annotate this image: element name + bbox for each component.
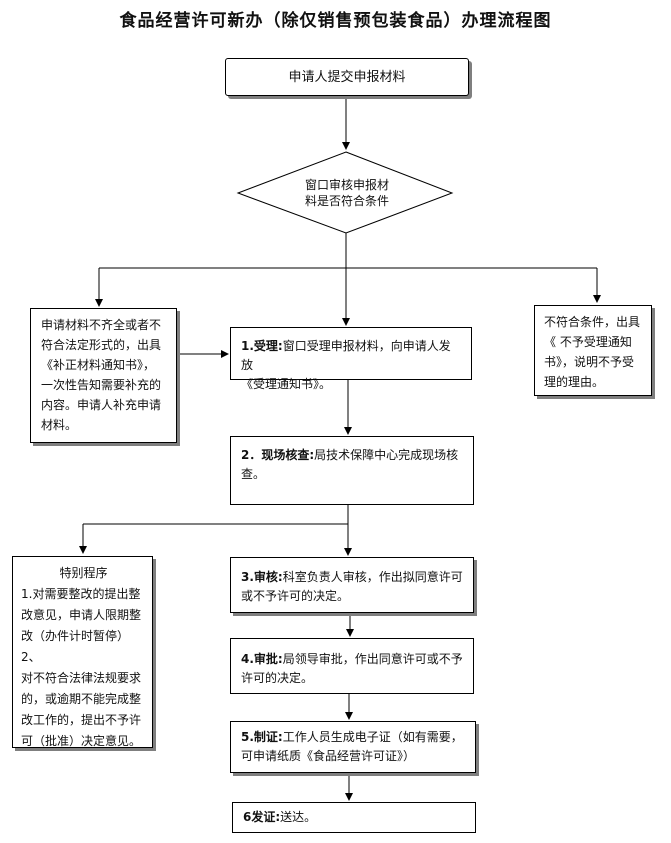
step-text-line-2: 许可的决定。: [241, 671, 314, 685]
page-title: 食品经营许可新办（除仅销售预包装食品）办理流程图: [119, 11, 552, 31]
step-5-certificate-production: 5.制证:工作人员生成电子证（如有需要， 可申请纸质《食品经营许可证》）: [230, 721, 476, 773]
rejection-line: 理的理由。: [544, 375, 605, 389]
decision-text: 窗口审核申报材 料是否符合条件: [290, 177, 404, 209]
special-line: 改意见，申请人限期整: [21, 608, 142, 622]
supplement-line: 材料。: [41, 418, 78, 432]
special-line: 1.对需要整改的提出整: [21, 587, 141, 601]
step-6-issuance: 6发证:送达。: [232, 802, 476, 833]
rejection-line: 书》，说明不予受: [544, 355, 635, 369]
decision-line-1: 窗口审核申报材: [304, 178, 389, 192]
start-box-text: 申请人提交申报材料: [288, 69, 406, 85]
step-text-line-2: 《受理通知书》。: [241, 377, 332, 391]
step-4-approval: 4.审批:局领导审批，作出同意许可或不予 许可的决定。: [230, 638, 474, 694]
step-text-line-2: 查。: [241, 467, 266, 481]
supplement-line: 《补正材料通知书》，: [41, 358, 156, 372]
special-line: 改（办件计时暂停）2、: [21, 629, 130, 664]
rejection-line: 不符合条件，出具: [544, 315, 641, 329]
step-label: 6发证:: [243, 810, 281, 824]
rejection-line: 《 不予受理通知: [544, 335, 632, 349]
step-1-acceptance: 1.受理:窗口受理申报材料，向申请人发放 《受理通知书》。: [230, 327, 472, 391]
special-procedure-box: 特别程序 1.对需要整改的提出整 改意见，申请人限期整 改（办件计时暂停）2、 …: [12, 556, 153, 748]
step-label: 3.审核:: [241, 570, 283, 584]
step-label: 5.制证:: [241, 730, 283, 744]
step-label: 1.受理:: [241, 339, 283, 353]
special-line: 的，或逾期不能完成整: [21, 692, 142, 706]
step-text-line-1: 送达。: [280, 810, 317, 824]
step-text-line-2: 可申请纸质《食品经营许可证》）: [241, 749, 416, 763]
special-line: 对不符合法律法规要求: [21, 671, 142, 685]
step-3-review: 3.审核:科室负责人审核，作出拟同意许可 或不予许可的决定。: [230, 557, 474, 613]
step-text-line-1: 科室负责人审核，作出拟同意许可: [282, 570, 463, 584]
step-text-line-1: 工作人员生成电子证（如有需要，: [282, 730, 463, 744]
rejection-box: 不符合条件，出具 《 不予受理通知 书》，说明不予受 理的理由。: [534, 305, 652, 396]
supplement-line: 一次性告知需要补充的: [41, 378, 162, 392]
step-text-line-1: 局领导审批，作出同意许可或不予: [282, 652, 463, 666]
special-procedure-title: 特别程序: [59, 566, 108, 580]
step-text-line-1: 局技术保障中心完成现场核: [314, 448, 459, 462]
step-label: 4.审批:: [241, 652, 283, 666]
start-box: 申请人提交申报材料: [225, 58, 469, 96]
supplement-box: 申请材料不齐全或者不 符合法定形式的，出具 《补正材料通知书》， 一次性告知需要…: [30, 308, 177, 443]
special-line: 可（批准）决定意见。: [21, 734, 142, 748]
step-2-site-inspection: 2．现场核查:局技术保障中心完成现场核 查。: [230, 436, 474, 505]
supplement-line: 申请材料不齐全或者不: [41, 318, 162, 332]
decision-line-2: 料是否符合条件: [304, 194, 389, 208]
step-text-line-2: 或不予许可的决定。: [241, 589, 350, 603]
special-line: 改工作的，提出不予许: [21, 713, 142, 727]
supplement-line: 内容。申请人补充申请: [41, 398, 162, 412]
step-label: 2．现场核查:: [241, 448, 315, 462]
step-text-line-1: 窗口受理申报材料，向申请人发放: [241, 339, 451, 372]
supplement-line: 符合法定形式的，出具: [41, 338, 162, 352]
